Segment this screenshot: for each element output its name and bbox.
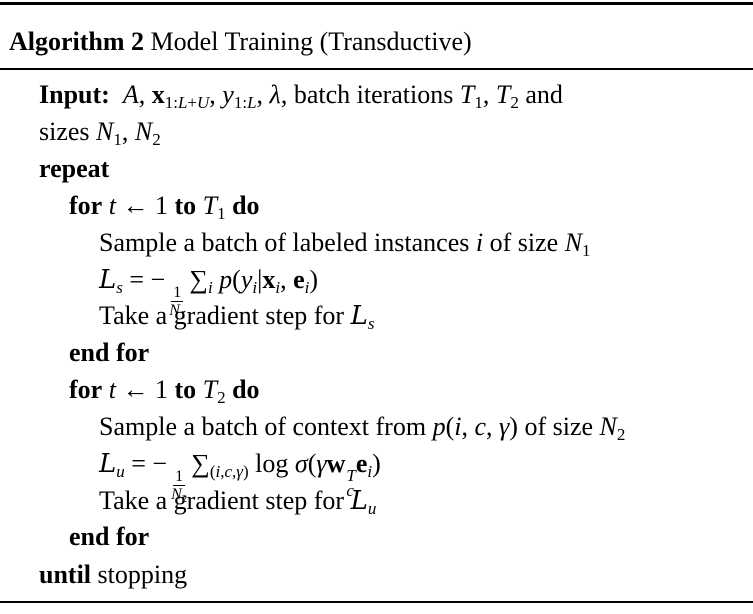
math-A: A — [116, 80, 139, 109]
input-keyword: Input: — [39, 80, 110, 109]
math-lambda: λ — [269, 80, 281, 109]
loop2-gradient-text: Take a gradient step for — [99, 486, 345, 515]
loop1-gradient-line: Take a gradient step for Ls — [99, 301, 375, 333]
math-x-sub: 1:L+U — [164, 93, 210, 112]
input-line: Input: A, x1:L+U, y1:L, λ, batch iterati… — [39, 80, 563, 112]
to-keyword: to — [174, 191, 197, 220]
loop2-gradient-line: Take a gradient step for Lu — [99, 486, 377, 518]
do-keyword: do — [232, 191, 260, 220]
end-for-1: end for — [69, 338, 150, 367]
input-text-b: and — [525, 80, 563, 109]
loop2-size-text: of size — [524, 412, 594, 441]
loop1-sample-line: Sample a batch of labeled instances i of… — [99, 228, 591, 260]
caption-rule — [0, 68, 753, 70]
math-y: y — [222, 80, 234, 109]
until-keyword: until — [39, 560, 92, 589]
input-line-2: sizes N1, N2 — [39, 117, 161, 149]
loop2-sample-line: Sample a batch of context from p(i, c, γ… — [99, 412, 626, 444]
end-for-2: end for — [69, 522, 150, 551]
loop2-sample-text: Sample a batch of context from — [99, 412, 427, 441]
algorithm-title: Model Training (Transductive) — [150, 27, 472, 56]
repeat-line: repeat — [39, 154, 109, 184]
loop1-sample-text: Sample a batch of labeled instances — [99, 228, 470, 257]
algorithm-caption: Algorithm 2 Model Training (Transductive… — [9, 27, 472, 57]
for-loop-2-header: for t ← 1 to T2 do — [69, 375, 260, 407]
stopping-text: stopping — [97, 560, 188, 589]
for-keyword: for — [69, 191, 103, 220]
input-text-a: batch iterations — [293, 80, 454, 109]
input-text-c: sizes — [39, 117, 90, 146]
algorithm-label: Algorithm 2 — [9, 27, 145, 56]
loop1-gradient-text: Take a gradient step for — [99, 301, 345, 330]
bottom-rule — [0, 601, 753, 603]
repeat-keyword: repeat — [39, 154, 110, 183]
for-loop-1-header: for t ← 1 to T1 do — [69, 191, 260, 223]
until-line: until stopping — [39, 560, 187, 590]
math-x: x — [151, 80, 165, 109]
loop1-size-text: of size — [489, 228, 559, 257]
top-rule — [0, 2, 753, 5]
